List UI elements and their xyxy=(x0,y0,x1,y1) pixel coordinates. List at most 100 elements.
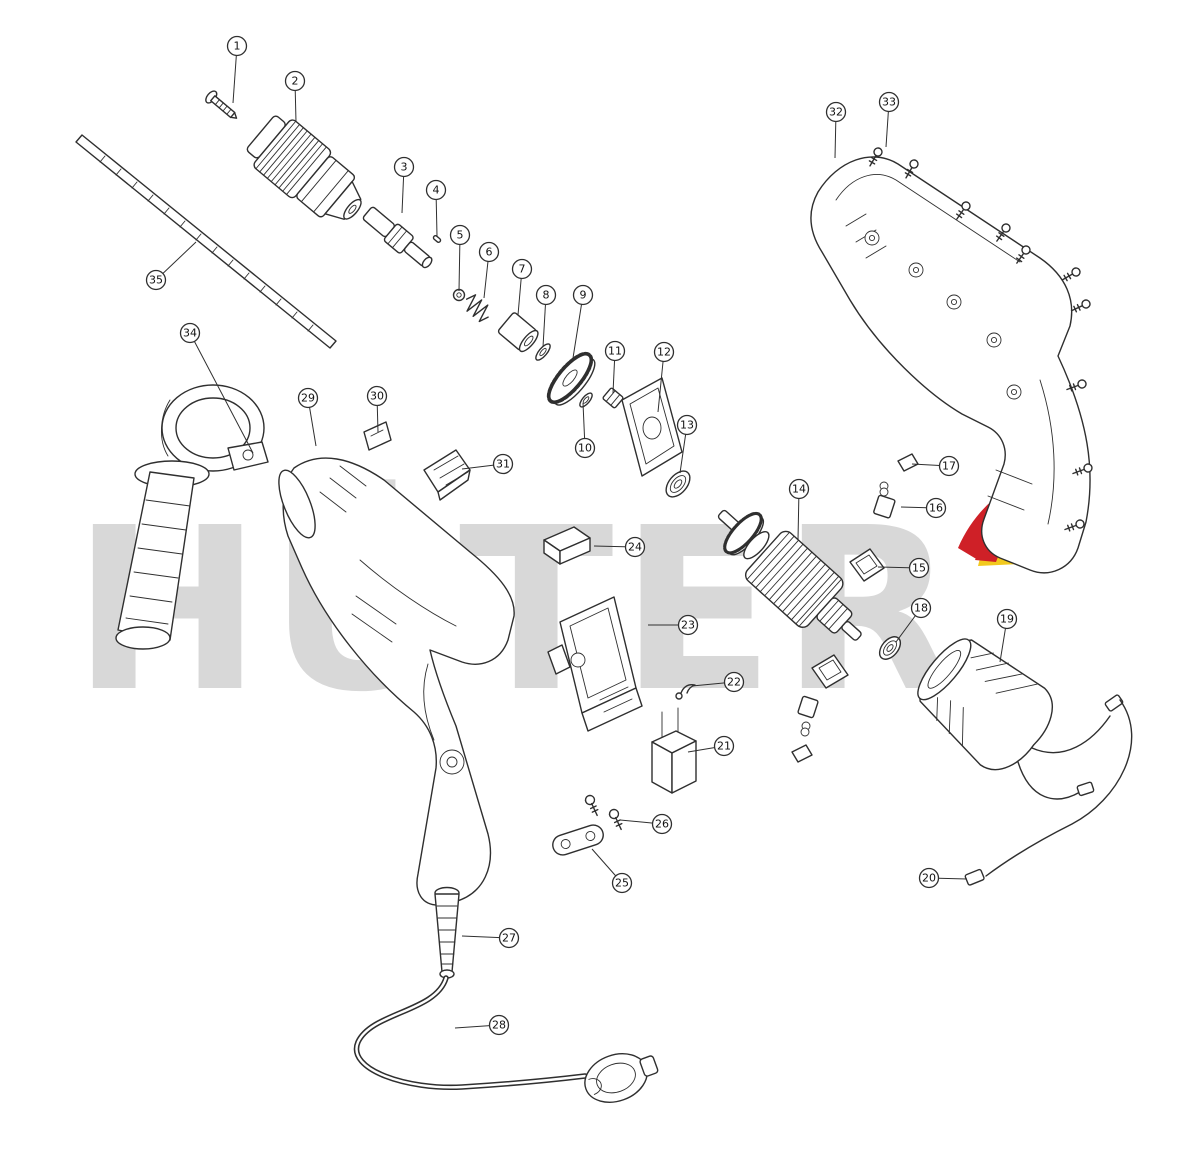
selector-button xyxy=(423,449,471,501)
washer-10 xyxy=(579,392,593,408)
callout-4: 4 xyxy=(425,179,447,237)
screw-1 xyxy=(205,90,238,119)
sleeve xyxy=(497,312,539,353)
callout-number: 30 xyxy=(370,390,384,403)
callout-circle xyxy=(179,322,201,344)
callout-number: 14 xyxy=(792,483,806,496)
callout-21: 21 xyxy=(687,735,735,757)
callout-13: 13 xyxy=(676,414,698,474)
small-plate xyxy=(363,421,392,451)
callout-18: 18 xyxy=(895,597,932,643)
callout-15: 15 xyxy=(877,557,930,579)
callout-23: 23 xyxy=(648,614,699,636)
callout-circle xyxy=(535,284,557,306)
callout-circle xyxy=(284,70,306,92)
callout-number: 19 xyxy=(1000,613,1014,626)
callout-circle xyxy=(449,224,471,246)
callout-number: 6 xyxy=(486,246,493,259)
callout-circle xyxy=(918,867,940,889)
pin xyxy=(432,235,442,243)
callout-circle xyxy=(572,284,594,306)
callout-number: 34 xyxy=(183,327,197,340)
gear-plate xyxy=(621,377,683,477)
callout-circle xyxy=(498,927,520,949)
drawing xyxy=(75,90,1133,1103)
leader-line xyxy=(189,332,254,454)
callout-31: 31 xyxy=(461,453,514,475)
callout-number: 28 xyxy=(492,1019,506,1032)
callout-number: 5 xyxy=(457,229,464,242)
lock-button xyxy=(543,526,591,565)
left-housing xyxy=(278,457,515,906)
callout-25: 25 xyxy=(591,848,633,894)
callout-number: 17 xyxy=(942,460,956,473)
bearing-13 xyxy=(665,470,691,498)
callout-number: 31 xyxy=(496,458,510,471)
callout-circle xyxy=(624,536,646,558)
terminal-block xyxy=(651,707,697,794)
callout-circle xyxy=(604,340,626,362)
callout-circle xyxy=(788,478,810,500)
callout-number: 4 xyxy=(433,184,440,197)
callout-1: 1 xyxy=(226,35,248,104)
callout-number: 25 xyxy=(615,877,629,890)
callout-9: 9 xyxy=(572,284,594,359)
callout-35: 35 xyxy=(145,241,197,291)
callout-circle xyxy=(908,557,930,579)
callout-10: 10 xyxy=(574,402,596,459)
callout-circle xyxy=(478,241,500,263)
callout-16: 16 xyxy=(900,497,947,519)
power-cord xyxy=(353,975,659,1103)
callout-number: 32 xyxy=(829,106,843,119)
callout-circle xyxy=(713,735,735,757)
spindle xyxy=(362,206,433,269)
callout-number: 15 xyxy=(912,562,926,575)
callout-number: 13 xyxy=(680,419,694,432)
housing-screws xyxy=(868,147,1093,532)
brush-cap-upper xyxy=(897,453,919,472)
callout-number: 23 xyxy=(681,619,695,632)
callout-17: 17 xyxy=(911,455,960,477)
big-gear xyxy=(546,351,596,406)
callout-circle xyxy=(574,437,596,459)
retaining-ring xyxy=(452,288,466,302)
callout-3: 3 xyxy=(393,156,415,214)
callout-circle xyxy=(676,414,698,436)
callout-20: 20 xyxy=(918,867,968,889)
wire-clip xyxy=(675,683,696,700)
callout-circle xyxy=(425,179,447,201)
callout-circle xyxy=(996,608,1018,630)
callout-number: 8 xyxy=(543,289,550,302)
brush-holder-lower xyxy=(791,654,849,763)
callout-8: 8 xyxy=(535,284,557,348)
spring xyxy=(465,294,489,323)
cord-clamp xyxy=(552,824,604,856)
plug xyxy=(584,1053,659,1103)
callout-number: 2 xyxy=(292,75,299,88)
callout-number: 9 xyxy=(580,289,587,302)
callout-number: 11 xyxy=(608,345,622,358)
chuck xyxy=(246,115,362,220)
callout-number: 10 xyxy=(578,442,592,455)
callout-number: 7 xyxy=(519,263,526,276)
callout-circle xyxy=(910,597,932,619)
callout-circle xyxy=(492,453,514,475)
callout-12: 12 xyxy=(653,341,675,413)
leader-line xyxy=(572,294,584,359)
callout-22: 22 xyxy=(691,671,745,693)
callout-circle xyxy=(145,269,167,291)
callout-circle xyxy=(938,455,960,477)
switch xyxy=(547,596,643,732)
callout-2: 2 xyxy=(284,70,306,123)
callout-circle xyxy=(226,35,248,57)
callout-circle xyxy=(297,387,319,409)
callout-number: 12 xyxy=(657,346,671,359)
callout-11: 11 xyxy=(604,340,626,394)
nut xyxy=(602,387,624,409)
callout-circle xyxy=(825,101,847,123)
callout-number: 21 xyxy=(717,740,731,753)
depth-rod xyxy=(75,134,337,349)
